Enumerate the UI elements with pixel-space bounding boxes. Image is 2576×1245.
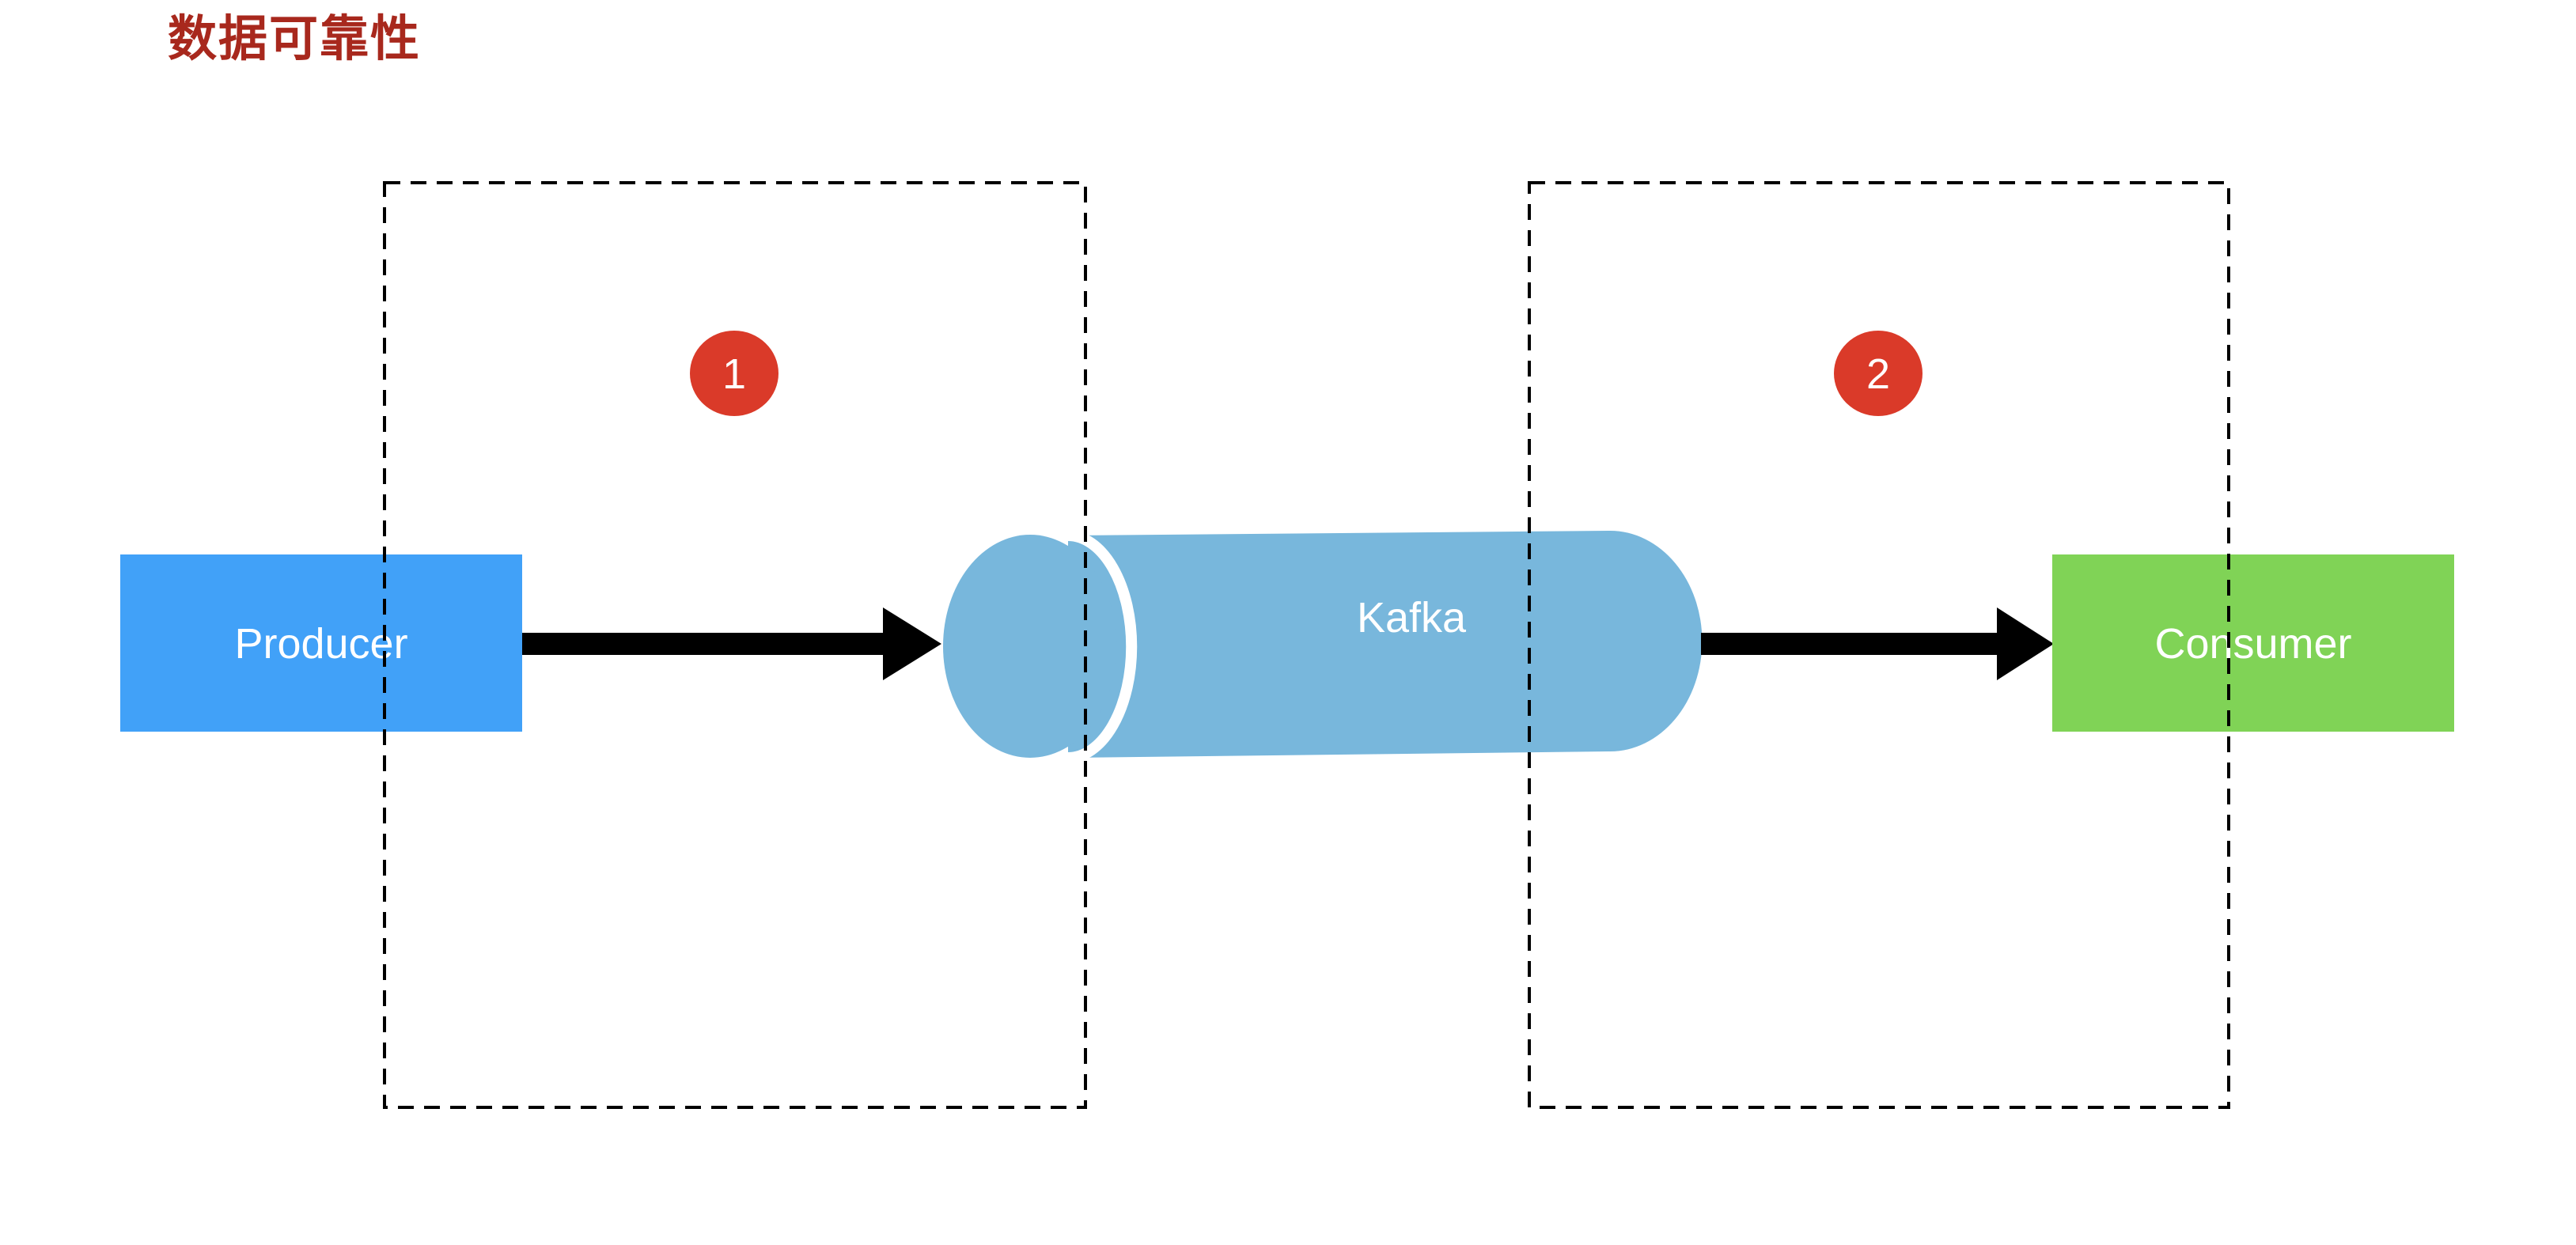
badge-label: 1 xyxy=(722,350,746,398)
arrow-producer-to-kafka xyxy=(522,607,941,680)
consumer-label: Consumer xyxy=(2154,620,2351,668)
producer-box xyxy=(120,554,522,732)
producer-node: Producer xyxy=(120,554,522,732)
arrow-kafka-to-consumer xyxy=(1701,607,2054,680)
kafka-cylinder-rim xyxy=(1067,530,1138,763)
badge-2: 2 xyxy=(1834,331,1923,416)
badge-circle xyxy=(690,331,778,416)
kafka-cylinder-cap xyxy=(943,535,1117,758)
kafka-cylinder-body xyxy=(1068,531,1703,758)
arrow-head xyxy=(883,607,941,680)
arrow-shaft xyxy=(1701,633,2002,655)
consumer-box xyxy=(2052,554,2454,732)
kafka-node: Kafka xyxy=(943,530,1703,763)
badge-1: 1 xyxy=(690,331,778,416)
consumer-node: Consumer xyxy=(2052,554,2454,732)
dashed-region-2 xyxy=(1528,181,2230,1109)
page-title: 数据可靠性 xyxy=(168,9,422,67)
arrow-head xyxy=(1997,607,2054,680)
badge-circle xyxy=(1834,331,1923,416)
dashed-region-1 xyxy=(383,181,1087,1109)
producer-label: Producer xyxy=(234,620,407,668)
kafka-label: Kafka xyxy=(1357,594,1467,641)
badge-label: 2 xyxy=(1866,350,1890,398)
arrow-shaft xyxy=(522,633,886,655)
